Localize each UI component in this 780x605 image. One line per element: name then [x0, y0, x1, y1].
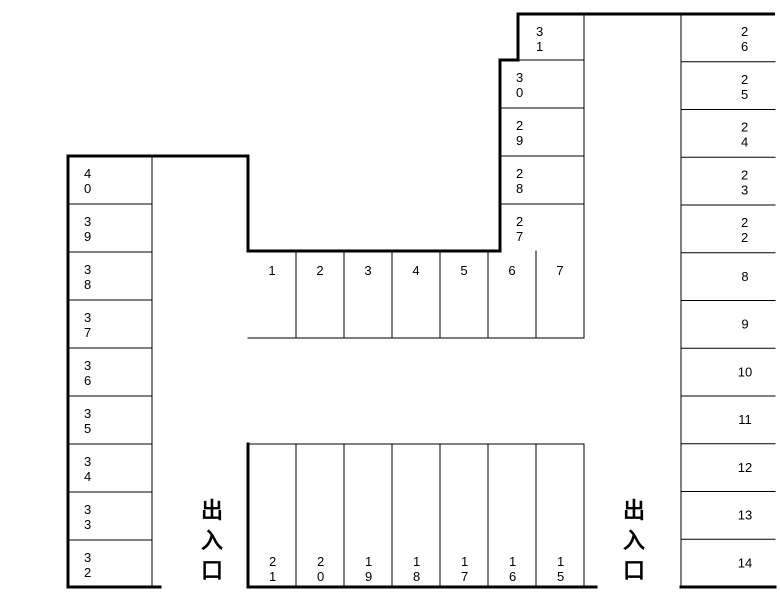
entrance-label-right: 出	[623, 499, 645, 524]
stall-number: 2	[316, 263, 323, 278]
entrance-label-left: 入	[201, 529, 223, 554]
stall-number: 5	[460, 263, 467, 278]
stall-number: 11	[738, 412, 752, 427]
stall-number: 12	[738, 460, 752, 475]
stall-number: 3	[364, 263, 371, 278]
stall-number: 7	[556, 263, 563, 278]
stall-number: 9	[741, 317, 748, 332]
entrance-label-right: 口	[623, 559, 645, 584]
entrance-label-left: 口	[201, 559, 223, 584]
stall-number: 6	[508, 263, 515, 278]
stall-dividers	[67, 13, 776, 588]
stall-number: 4	[412, 263, 419, 278]
entrance-label-right: 入	[623, 529, 645, 554]
stall-number: 10	[738, 364, 752, 379]
entrance-label-left: 出	[201, 499, 223, 524]
outer-wall-top	[66, 12, 775, 587]
stall-number: 1	[268, 263, 275, 278]
lot-walls	[66, 12, 777, 589]
stall-number: 14	[738, 555, 752, 570]
stall-number: 8	[741, 269, 748, 284]
stall-number: 13	[738, 508, 752, 523]
